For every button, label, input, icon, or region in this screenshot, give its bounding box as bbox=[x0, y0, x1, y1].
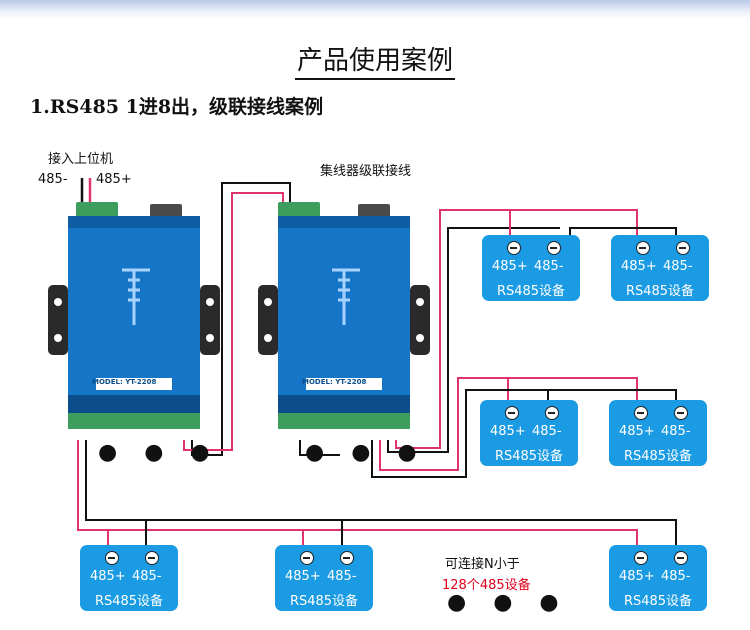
terminal-minus-icon bbox=[674, 551, 688, 565]
page-title: 产品使用案例 bbox=[0, 40, 750, 80]
section-heading: 1.RS485 1进8出，级联接线案例 bbox=[30, 96, 324, 118]
upper-plus-label: 485+ bbox=[96, 172, 132, 187]
hub-1-body bbox=[48, 202, 220, 429]
rs485-device: 485+ 485- RS485设备 bbox=[275, 545, 373, 611]
device-name: RS485设备 bbox=[496, 284, 566, 299]
device-minus-label: 485- bbox=[327, 569, 357, 584]
device-plus-label: 485+ bbox=[285, 569, 321, 584]
device-minus-label: 485- bbox=[534, 259, 564, 274]
terminal-plus-icon bbox=[634, 406, 648, 420]
device-minus-label: 485- bbox=[661, 424, 691, 439]
device-name: RS485设备 bbox=[289, 594, 359, 609]
device-minus-label: 485- bbox=[132, 569, 162, 584]
terminal-plus-icon bbox=[300, 551, 314, 565]
rs485-device: 485+ 485- RS485设备 bbox=[609, 545, 707, 611]
hub-2-body bbox=[258, 202, 430, 429]
hub-1-model: MODEL: YT-2208 bbox=[92, 378, 157, 386]
device-plus-label: 485+ bbox=[90, 569, 126, 584]
terminal-plus-icon bbox=[505, 406, 519, 420]
rs485-device: 485+ 485- RS485设备 bbox=[482, 235, 580, 301]
device-plus-label: 485+ bbox=[619, 569, 655, 584]
device-name: RS485设备 bbox=[494, 449, 564, 464]
device-plus-label: 485+ bbox=[490, 424, 526, 439]
hub-2-ellipsis: ● ● ● bbox=[305, 440, 427, 465]
rs485-device: 485+ 485- RS485设备 bbox=[609, 400, 707, 466]
terminal-minus-icon bbox=[547, 241, 561, 255]
terminal-plus-icon bbox=[105, 551, 119, 565]
device-minus-label: 485- bbox=[532, 424, 562, 439]
rs485-device: 485+ 485- RS485设备 bbox=[80, 545, 178, 611]
terminal-plus-icon bbox=[507, 241, 521, 255]
rs485-device: 485+ 485- RS485设备 bbox=[480, 400, 578, 466]
device-name: RS485设备 bbox=[623, 594, 693, 609]
upper-computer-label: 接入上位机 bbox=[48, 152, 114, 167]
terminal-minus-icon bbox=[674, 406, 688, 420]
rs485-device: 485+ 485- RS485设备 bbox=[611, 235, 709, 301]
hub-1-ellipsis: ● ● ● bbox=[98, 440, 220, 465]
device-name: RS485设备 bbox=[94, 594, 164, 609]
device-ellipsis: ● ● ● bbox=[447, 590, 569, 615]
terminal-plus-icon bbox=[636, 241, 650, 255]
note-line-1: 可连接N小于 bbox=[445, 557, 520, 572]
rs485-hub-1 bbox=[48, 200, 220, 445]
cascade-label: 集线器级联接线 bbox=[320, 164, 412, 179]
rs485-hub-2 bbox=[258, 200, 430, 445]
device-name: RS485设备 bbox=[625, 284, 695, 299]
hub-2-model: MODEL: YT-2208 bbox=[302, 378, 367, 386]
terminal-minus-icon bbox=[676, 241, 690, 255]
upper-minus-label: 485- bbox=[38, 172, 68, 187]
device-plus-label: 485+ bbox=[619, 424, 655, 439]
device-plus-label: 485+ bbox=[492, 259, 528, 274]
device-minus-label: 485- bbox=[661, 569, 691, 584]
note-line-2: 128个485设备 bbox=[442, 578, 531, 593]
top-banner bbox=[0, 0, 750, 20]
device-name: RS485设备 bbox=[623, 449, 693, 464]
terminal-minus-icon bbox=[340, 551, 354, 565]
terminal-plus-icon bbox=[634, 551, 648, 565]
terminal-minus-icon bbox=[545, 406, 559, 420]
device-plus-label: 485+ bbox=[621, 259, 657, 274]
device-minus-label: 485- bbox=[663, 259, 693, 274]
terminal-minus-icon bbox=[145, 551, 159, 565]
